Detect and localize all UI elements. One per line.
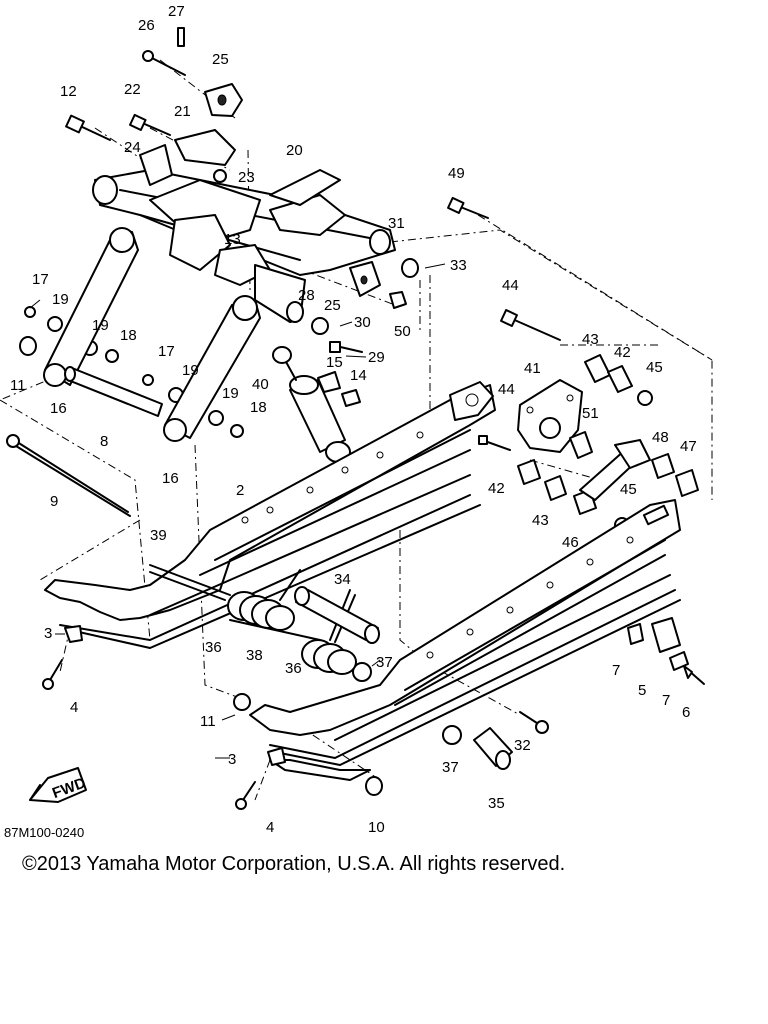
part-label-24: 24 bbox=[124, 139, 141, 156]
part-label-44: 44 bbox=[502, 277, 519, 294]
part-label-2: 2 bbox=[236, 482, 244, 499]
diagram-code: 87M100-0240 bbox=[4, 825, 84, 840]
part-label-36-b: 36 bbox=[285, 660, 302, 677]
part-label-45-b: 45 bbox=[620, 481, 637, 498]
slider-pads bbox=[627, 617, 705, 685]
part-label-7: 7 bbox=[612, 662, 620, 679]
part-label-28: 28 bbox=[298, 287, 315, 304]
shafts bbox=[6, 366, 163, 517]
part-label-8: 8 bbox=[100, 433, 108, 450]
fwd-arrow-icon bbox=[29, 767, 87, 803]
front-arms bbox=[43, 227, 261, 442]
part-label-47: 47 bbox=[680, 438, 697, 455]
part-label-19-c: 19 bbox=[182, 362, 199, 379]
part-label-18: 18 bbox=[120, 327, 137, 344]
part-label-11: 11 bbox=[10, 377, 26, 394]
part-label-29: 29 bbox=[368, 349, 385, 366]
part-label-4-b: 4 bbox=[266, 819, 274, 836]
part-label-11-b: 11 bbox=[200, 713, 216, 730]
part-label-12: 12 bbox=[60, 83, 77, 100]
part-label-45: 45 bbox=[646, 359, 663, 376]
copyright-notice: ©2013 Yamaha Motor Corporation, U.S.A. A… bbox=[22, 853, 565, 875]
part-label-33: 33 bbox=[450, 257, 467, 274]
part-label-9: 9 bbox=[50, 493, 58, 510]
bottom-bolts bbox=[42, 625, 549, 810]
front-pivot-frame bbox=[92, 83, 396, 323]
part-label-44-b: 44 bbox=[498, 381, 515, 398]
part-label-16: 16 bbox=[50, 400, 67, 417]
part-label-34: 34 bbox=[334, 571, 351, 588]
guide-lines bbox=[0, 59, 713, 801]
shock-absorber bbox=[272, 346, 361, 463]
part-label-20: 20 bbox=[286, 142, 303, 159]
part-label-4: 4 bbox=[70, 699, 78, 716]
part-label-43: 43 bbox=[582, 331, 599, 348]
part-label-31: 31 bbox=[388, 215, 405, 232]
label-leaders bbox=[29, 263, 446, 759]
part-label-49: 49 bbox=[448, 165, 465, 182]
part-label-5: 5 bbox=[638, 682, 646, 699]
part-label-15: 15 bbox=[326, 354, 343, 371]
part-label-35: 35 bbox=[488, 795, 505, 812]
left-slide-rail bbox=[44, 381, 496, 649]
top-bolts bbox=[65, 27, 561, 451]
part-label-19-b: 19 bbox=[92, 317, 109, 334]
part-label-51: 51 bbox=[582, 405, 599, 422]
part-label-37: 37 bbox=[376, 654, 393, 671]
part-label-41: 41 bbox=[524, 360, 541, 377]
rear-arm-assembly bbox=[517, 354, 699, 515]
right-slide-rail bbox=[249, 499, 681, 781]
part-label-17-b: 17 bbox=[158, 343, 175, 360]
part-label-25-lower: 25 bbox=[324, 297, 341, 314]
part-labels: 27 26 25 12 22 21 24 20 23 49 31 13 33 1… bbox=[10, 3, 697, 836]
part-label-27: 27 bbox=[168, 3, 185, 20]
part-label-23: 23 bbox=[238, 169, 255, 186]
part-label-50: 50 bbox=[394, 323, 411, 340]
part-label-19: 19 bbox=[52, 291, 69, 308]
part-label-10: 10 bbox=[368, 819, 385, 836]
part-label-13: 13 bbox=[224, 231, 241, 248]
part-label-48: 48 bbox=[652, 429, 669, 446]
part-label-3: 3 bbox=[44, 625, 52, 642]
part-label-37-b: 37 bbox=[442, 759, 459, 776]
part-label-32: 32 bbox=[514, 737, 531, 754]
part-label-38: 38 bbox=[246, 647, 263, 664]
part-label-21: 21 bbox=[174, 103, 191, 120]
part-label-17: 17 bbox=[32, 271, 49, 288]
part-label-43-b: 43 bbox=[532, 512, 549, 529]
part-label-36: 36 bbox=[205, 639, 222, 656]
part-label-6: 6 bbox=[682, 704, 690, 721]
torsion-springs bbox=[149, 564, 380, 675]
part-label-40: 40 bbox=[252, 376, 269, 393]
part-label-3-b: 3 bbox=[228, 751, 236, 768]
part-label-22: 22 bbox=[124, 81, 141, 98]
part-label-25: 25 bbox=[212, 51, 229, 68]
part-label-7-b: 7 bbox=[662, 692, 670, 709]
part-label-46: 46 bbox=[562, 534, 579, 551]
part-label-42-b: 42 bbox=[488, 480, 505, 497]
part-label-19-d: 19 bbox=[222, 385, 239, 402]
part-label-26: 26 bbox=[138, 17, 155, 34]
part-label-16-b: 16 bbox=[162, 470, 179, 487]
part-label-18-b: 18 bbox=[250, 399, 267, 416]
part-label-42: 42 bbox=[614, 344, 631, 361]
part-label-39: 39 bbox=[150, 527, 167, 544]
part-label-30: 30 bbox=[354, 314, 371, 331]
part-label-14: 14 bbox=[350, 367, 367, 384]
